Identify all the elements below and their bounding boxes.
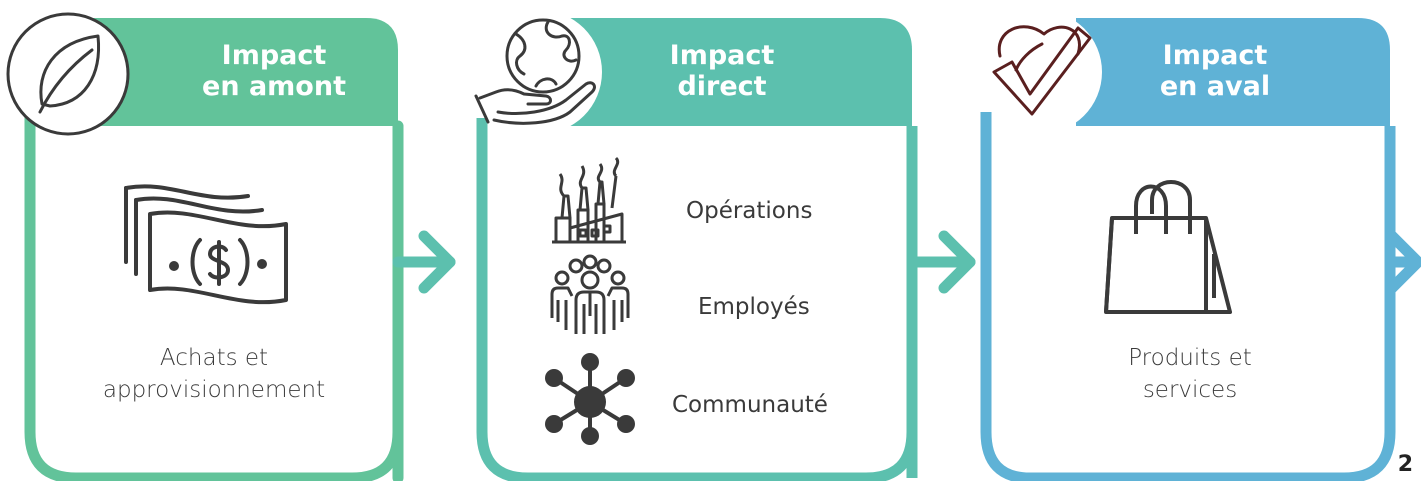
row-label-operations: Opérations <box>686 198 813 224</box>
panel-aval-title: Impact en aval <box>1100 40 1330 102</box>
panel-amont-description-line2: approvisionnement <box>102 377 326 403</box>
globe-in-hand-icon <box>474 18 596 125</box>
panel-direct-title: Impact direct <box>602 40 842 102</box>
panel-amont-description-line1: Achats et <box>159 345 269 371</box>
panel-amont-title-line1: Impact <box>221 40 327 71</box>
row-label-communaute: Communauté <box>672 392 828 418</box>
flow-arrow-2 <box>906 230 976 294</box>
panel-aval-header <box>1076 18 1390 126</box>
panel-amont-header <box>90 18 398 126</box>
flow-arrow-3 <box>1384 230 1421 294</box>
panel-amont-badge <box>6 12 130 136</box>
panel-amont-description: Achats et approvisionnement <box>50 342 378 406</box>
panel-aval <box>978 10 1396 481</box>
panel-aval-badge <box>978 10 1102 134</box>
panel-direct-title-line2: direct <box>677 71 767 102</box>
shopping-bag-icon <box>1104 180 1232 314</box>
panel-direct <box>474 10 918 481</box>
panel-aval-title-line1: Impact <box>1162 40 1268 71</box>
panel-aval-description-line1: Produits et <box>1128 345 1252 371</box>
panel-amont-title-line2: en amont <box>202 71 346 102</box>
leaf-check-icon <box>992 25 1092 116</box>
panel-direct-badge <box>478 10 602 134</box>
page-number: 2 <box>1397 452 1413 477</box>
money-bills-icon <box>124 184 288 305</box>
panel-direct-title-line1: Impact <box>669 40 775 71</box>
leaf-icon <box>38 34 101 114</box>
employees-group-icon <box>550 254 630 334</box>
flow-arrow-1 <box>392 230 456 294</box>
network-hub-icon <box>545 353 635 445</box>
panel-aval-description-line2: services <box>1142 377 1238 403</box>
panel-aval-description: Produits et services <box>1040 342 1340 406</box>
panel-direct-header <box>560 18 912 126</box>
row-label-employes: Employés <box>698 294 810 320</box>
factory-icon <box>552 156 626 244</box>
panel-amont <box>6 12 404 481</box>
panel-aval-title-line2: en aval <box>1159 71 1271 102</box>
panel-amont-title: Impact en amont <box>150 40 398 102</box>
